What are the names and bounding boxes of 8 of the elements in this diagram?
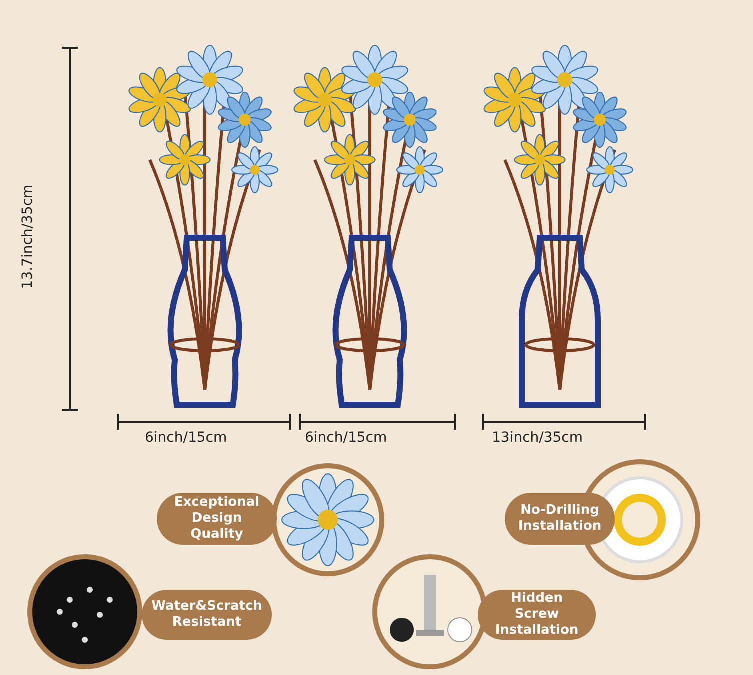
dimension-label: 6inch/15cm [305, 430, 388, 446]
dimension-label: 13.7inch/35cm [20, 184, 36, 290]
dimension-label: 13inch/35cm [492, 430, 584, 446]
feature-badge: Hidden Screw Installation [478, 590, 596, 640]
feature-badge: Exceptional Design Quality [157, 493, 277, 545]
feature-badge: Water&Scratch Resistant [142, 590, 272, 640]
feature-badge: No-Drilling Installation [505, 493, 615, 545]
dimension-label: 6inch/15cm [145, 430, 228, 446]
